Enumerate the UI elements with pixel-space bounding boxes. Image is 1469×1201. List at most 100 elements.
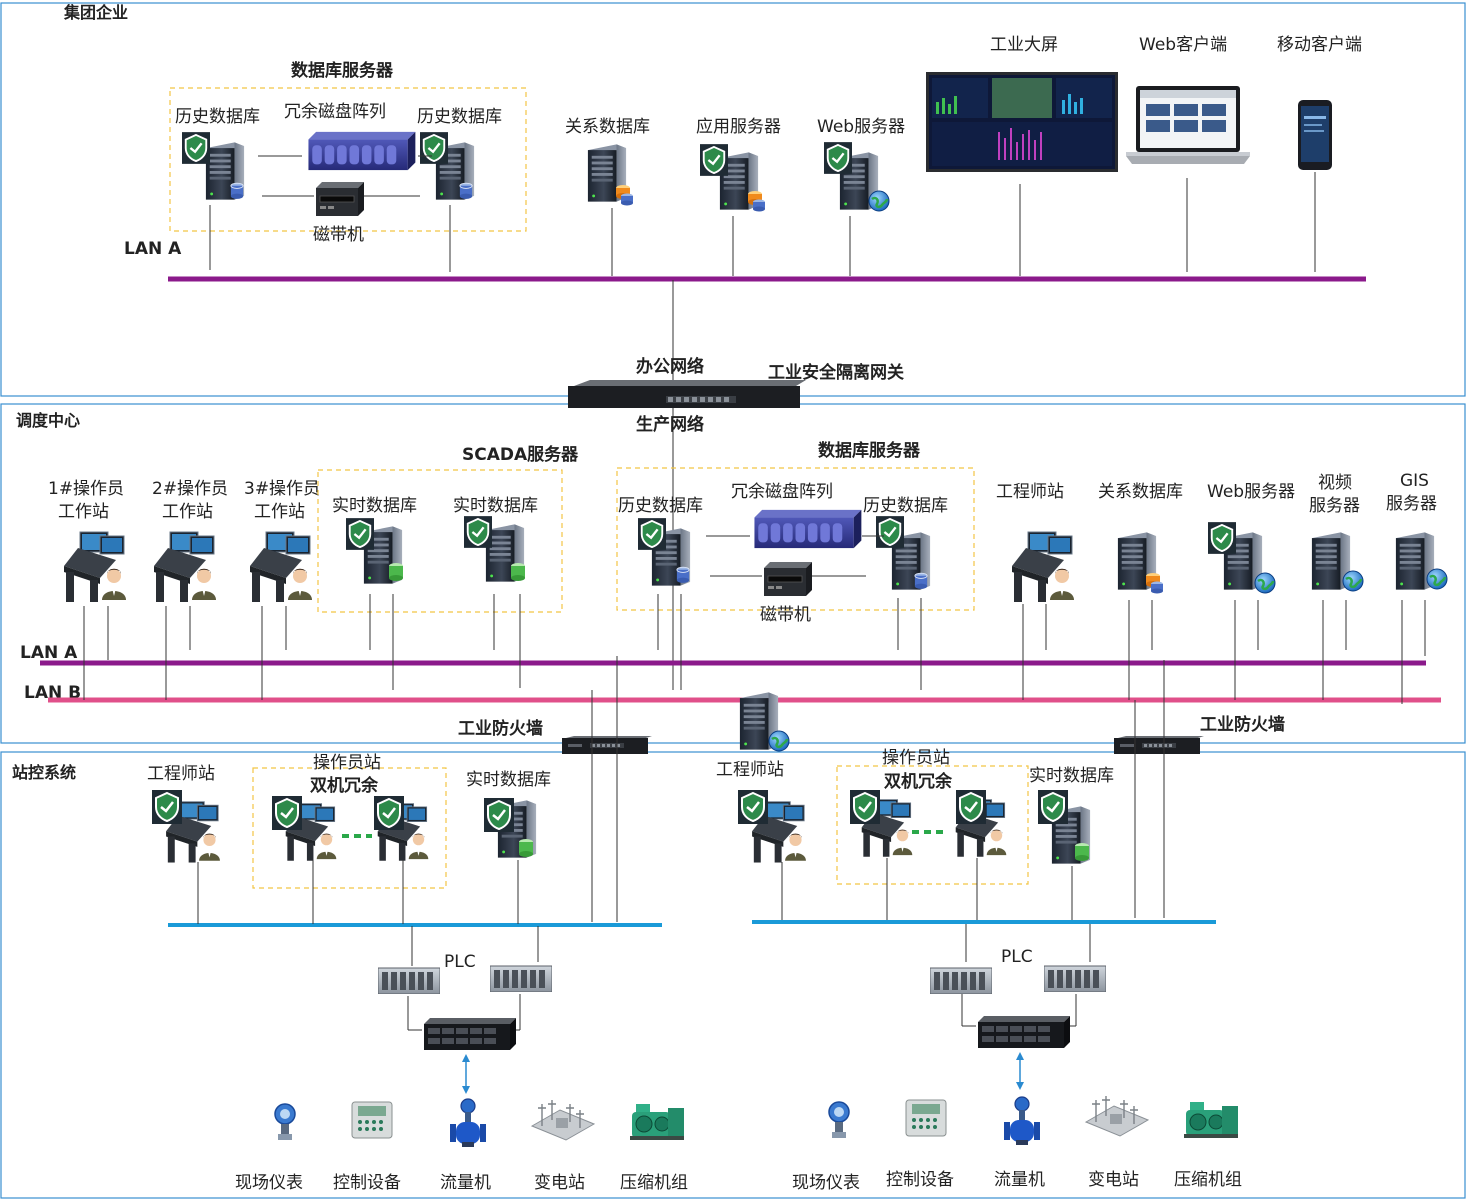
station-right-plc-a-icon	[930, 967, 992, 994]
section-title-group: 集团企业	[63, 3, 128, 22]
field-flow-meter-icon	[1003, 1096, 1041, 1146]
group-app-server	[700, 144, 765, 212]
dispatch-raid-icon	[754, 509, 862, 549]
dispatch-op3-workstation-icon	[249, 531, 313, 603]
dispatch-db-servers-box	[616, 467, 975, 611]
industrial-screen-icon	[926, 72, 1118, 172]
field-right-label-4: 压缩机组	[1174, 1170, 1242, 1190]
dispatch-op1-label-line2: 工作站	[58, 502, 109, 522]
dispatch-op3-label-line1: 3#操作员	[244, 479, 320, 499]
station-right-eng-station	[738, 790, 807, 864]
station-left-plc-b-icon	[490, 965, 552, 992]
station-left-op-b	[374, 796, 429, 862]
group-tape-icon	[315, 182, 364, 217]
station-right-updown-arrow-icon	[1016, 1052, 1024, 1090]
dispatch-gis-server-label-line1: GIS	[1400, 471, 1429, 491]
firewall-right-icon	[1114, 736, 1204, 754]
station-right-op-a	[850, 790, 913, 858]
dispatch-tape-icon	[763, 562, 812, 597]
group-db-servers-title: 数据库服务器	[291, 60, 394, 81]
field-substation-icon	[531, 1099, 595, 1141]
dispatch-gis-server-label-line2: 服务器	[1386, 494, 1437, 514]
dispatch-relational-db-label: 关系数据库	[1098, 482, 1183, 502]
station-right-chassis-icon	[978, 1016, 1070, 1048]
field-left-label-2: 流量机	[440, 1173, 491, 1193]
station-left-eng-label: 工程师站	[147, 764, 215, 784]
station-left-plc-a-icon	[378, 967, 440, 994]
station-right-rt-db-server	[1038, 790, 1091, 864]
group-db-servers-box	[169, 87, 527, 232]
station-left-chassis-icon	[424, 1018, 516, 1050]
gateway-name-label: 工业安全隔离网关	[768, 362, 904, 383]
dispatch-relational-db-server	[1117, 532, 1163, 594]
field-flow-meter-icon	[449, 1098, 487, 1148]
dispatch-op3-label-line2: 工作站	[254, 502, 305, 522]
dispatch-eng-station-label: 工程师站	[996, 482, 1064, 502]
dispatch-op2-label-line1: 2#操作员	[152, 479, 228, 499]
scada-rt-db-2-label: 实时数据库	[453, 496, 538, 516]
field-right-label-1: 控制设备	[886, 1170, 954, 1190]
dispatch-hist-db-left-server	[638, 518, 691, 586]
dispatch-video-server-label-line2: 服务器	[1309, 496, 1360, 516]
firewall-left-label: 工业防火墙	[458, 718, 543, 739]
gateway-production-net-label: 生产网络	[636, 414, 704, 435]
dispatch-op2-label-line2: 工作站	[162, 502, 213, 522]
field-meter-icon	[274, 1103, 296, 1141]
field-right-label-3: 变电站	[1088, 1170, 1139, 1190]
dispatch-hist-db-right-server	[876, 516, 931, 590]
group-relational-db-server	[587, 144, 633, 206]
station-left-op-a	[272, 796, 337, 862]
station-right-rt-db-label: 实时数据库	[1029, 766, 1114, 786]
group-web-server-label: Web服务器	[817, 117, 905, 137]
station-section-box	[0, 751, 1466, 1199]
dispatch-video-server	[1311, 532, 1364, 592]
field-left-label-4: 压缩机组	[620, 1173, 688, 1193]
group-raid-label: 冗余磁盘阵列	[284, 102, 386, 122]
dispatch-op2-workstation-icon	[153, 531, 217, 603]
dispatch-op1-label-line1: 1#操作员	[48, 479, 124, 499]
section-title-station: 站控系统	[12, 763, 76, 782]
station-right-redundant-label: 双机冗余	[884, 771, 953, 792]
group-raid-icon	[308, 131, 416, 171]
scada-rt-db-1-label: 实时数据库	[332, 496, 417, 516]
dispatch-db-servers-title: 数据库服务器	[818, 440, 921, 461]
dispatch-web-server	[1208, 522, 1276, 594]
station-right-plc-b-icon	[1044, 965, 1106, 992]
section-title-dispatch: 调度中心	[16, 411, 80, 430]
group-web-client-label: Web客户端	[1139, 35, 1227, 55]
station-left-updown-arrow-icon	[462, 1054, 470, 1094]
field-left-label-0: 现场仪表	[235, 1173, 303, 1193]
scada-rt-db-1-server	[346, 518, 403, 584]
dispatch-lan-a-label: LAN A	[20, 643, 78, 663]
group-web-server	[824, 142, 890, 212]
field-left-label-3: 变电站	[534, 1173, 585, 1193]
dispatch-eng-station-icon	[1011, 531, 1075, 603]
field-right-label-2: 流量机	[994, 1170, 1045, 1190]
firewall-right-label: 工业防火墙	[1200, 714, 1285, 735]
station-left-rt-db-label: 实时数据库	[466, 770, 551, 790]
group-mobile-client-label: 移动客户端	[1277, 35, 1362, 55]
field-meter-icon	[828, 1101, 850, 1139]
field-compressor-icon	[1183, 1101, 1239, 1139]
station-left-redundant-box	[252, 767, 447, 889]
field-left-label-1: 控制设备	[333, 1173, 401, 1193]
station-left-redundant-label: 双机冗余	[310, 775, 379, 796]
station-left-rt-db-server	[484, 798, 537, 858]
station-left-op-label: 操作员站	[313, 753, 381, 773]
dispatch-video-server-label-line1: 视频	[1318, 473, 1352, 493]
station-right-op-label: 操作员站	[882, 748, 950, 768]
group-hist-db-left-label: 历史数据库	[175, 107, 260, 127]
firewall-left-icon	[562, 736, 652, 754]
group-hist-db-left-server	[182, 132, 245, 200]
dispatch-raid-label: 冗余磁盘阵列	[731, 482, 833, 502]
gateway-office-net-label: 办公网络	[636, 356, 704, 377]
dispatch-tape-label: 磁带机	[760, 605, 811, 625]
group-lan-a-label: LAN A	[124, 239, 182, 259]
laptop-icon	[1126, 86, 1250, 164]
station-left-plc-label: PLC	[444, 952, 476, 972]
group-hist-db-right-label: 历史数据库	[417, 107, 502, 127]
mobile-phone-icon	[1298, 100, 1332, 170]
dispatch-hist-db-left-label: 历史数据库	[618, 496, 703, 516]
group-tape-label: 磁带机	[313, 225, 364, 245]
